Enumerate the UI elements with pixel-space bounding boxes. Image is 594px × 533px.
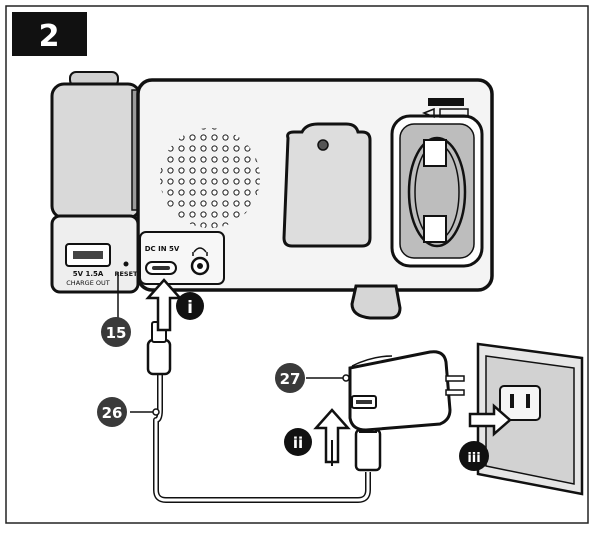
wall-outlet bbox=[476, 342, 584, 496]
outlet-slot-left bbox=[510, 394, 514, 408]
insert-arrow-i bbox=[145, 278, 183, 332]
top-slide-switch bbox=[428, 98, 464, 106]
badge-27: 27 bbox=[275, 363, 305, 393]
device-foot bbox=[350, 284, 402, 320]
battery-cover bbox=[282, 122, 372, 248]
badge-15: 15 bbox=[101, 317, 131, 347]
adapter-edge bbox=[351, 355, 393, 367]
usb-port-slot bbox=[73, 251, 103, 259]
charge-out-rating: 5V 1.5A bbox=[73, 270, 104, 278]
speaker-grill bbox=[160, 128, 260, 228]
adapter-prong-bottom bbox=[445, 389, 465, 396]
insert-arrow-ii bbox=[313, 408, 351, 464]
adapter-usb-slot bbox=[356, 400, 372, 404]
badge-step-iii: iii bbox=[459, 441, 489, 471]
usb-c-port-slot bbox=[152, 266, 170, 270]
stored-cable-coil bbox=[407, 136, 467, 248]
leader-26-dot bbox=[152, 408, 160, 416]
reset-button bbox=[123, 261, 129, 267]
cable-clip-bottom bbox=[423, 215, 447, 243]
badge-step-ii: ii bbox=[284, 428, 312, 456]
adapter-body bbox=[348, 350, 452, 432]
cable-clip-top bbox=[423, 139, 447, 167]
badge-step-ii-label: ii bbox=[293, 434, 303, 452]
headphone-jack-hole bbox=[197, 263, 203, 269]
dc-in-panel bbox=[139, 231, 225, 285]
badge-15-label: 15 bbox=[106, 324, 127, 342]
usb-a-plug-body bbox=[354, 428, 382, 472]
reset-label: RESET bbox=[114, 270, 138, 278]
headphone-icon bbox=[192, 247, 208, 256]
switch-symbol bbox=[421, 107, 469, 119]
wall-adapter bbox=[348, 350, 465, 432]
insert-arrow-iii bbox=[468, 403, 512, 437]
cable-compartment-inner bbox=[399, 123, 475, 259]
adapter-prong-top bbox=[445, 375, 465, 382]
step-number-tab bbox=[12, 12, 87, 56]
outlet-slot-right bbox=[526, 394, 530, 408]
crank-housing bbox=[50, 82, 142, 220]
charge-out-label: CHARGE OUT bbox=[66, 279, 109, 287]
step-number: 2 bbox=[39, 19, 60, 54]
dc-in-label: DC IN 5V bbox=[145, 245, 180, 253]
badge-step-i-label: i bbox=[187, 298, 193, 318]
badge-26: 26 bbox=[97, 397, 127, 427]
usb-c-cable bbox=[146, 321, 382, 503]
badge-27-label: 27 bbox=[280, 370, 301, 388]
device: 5V 1.5A CHARGE OUT RESET DC IN 5V bbox=[50, 71, 494, 320]
usb-c-plug-body bbox=[146, 338, 172, 376]
battery-cover-screw bbox=[317, 139, 329, 151]
badge-26-label: 26 bbox=[102, 404, 123, 422]
leader-27-dot bbox=[342, 374, 350, 382]
badge-step-iii-label: iii bbox=[467, 451, 480, 466]
badge-step-i: i bbox=[176, 292, 204, 320]
